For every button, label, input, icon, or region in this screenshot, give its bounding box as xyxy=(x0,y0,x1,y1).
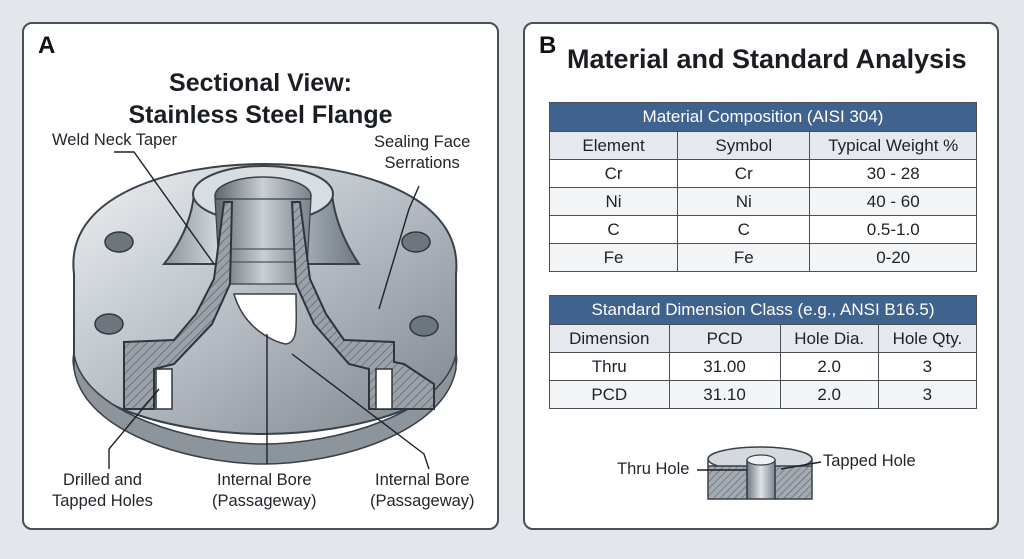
column-header: Symbol xyxy=(677,131,811,160)
panel-title: Material and Standard Analysis xyxy=(567,44,967,74)
callout-line: Tapped Holes xyxy=(52,492,153,510)
table-cell: 0-20 xyxy=(809,243,977,272)
table-cell: 2.0 xyxy=(779,380,879,409)
callout-line: Internal Bore xyxy=(375,471,470,489)
table-row: Thru 31.00 2.0 3 xyxy=(549,352,978,381)
table-cell: Cr xyxy=(548,159,679,188)
callout-weld-neck-taper: Weld Neck Taper xyxy=(52,131,178,149)
thru-hole-label: Thru Hole xyxy=(617,460,690,478)
table-cell: 30 - 28 xyxy=(809,159,977,188)
column-header: Hole Qty. xyxy=(877,324,978,353)
panel-title-line2: Stainless Steel Flange xyxy=(128,101,393,129)
flange-cutaway-illustration xyxy=(72,151,458,470)
callout-sealing-face: Sealing Face Serrations xyxy=(374,132,470,174)
table-cell: 3 xyxy=(877,380,978,409)
bolt-hole xyxy=(401,231,431,253)
table-cell: Fe xyxy=(548,243,679,272)
table-cell: Fe xyxy=(677,243,811,272)
bolt-hole xyxy=(94,313,124,335)
table-cell: Ni xyxy=(677,187,811,216)
table-row: Ni Ni 40 - 60 xyxy=(548,187,977,216)
panel-title-line1: Sectional View: xyxy=(169,69,352,97)
callout-line: Internal Bore xyxy=(217,471,312,489)
tapped-hole-label: Tapped Hole xyxy=(823,452,916,470)
table-cell: C xyxy=(677,215,811,244)
callout-line: Drilled and xyxy=(63,471,142,489)
column-header: Dimension xyxy=(549,324,670,353)
table-caption: Standard Dimension Class (e.g., ANSI B16… xyxy=(549,295,977,325)
column-header: Hole Dia. xyxy=(779,324,879,353)
table-row: PCD 31.10 2.0 3 xyxy=(549,380,978,409)
bolt-hole xyxy=(104,231,134,253)
bolt-hole xyxy=(409,315,439,337)
panel-letter: A xyxy=(38,32,56,59)
panel-material-analysis: B Material and Standard Analysis Materia… xyxy=(523,22,999,530)
table-cell: Ni xyxy=(548,187,679,216)
panel-letter: B xyxy=(539,32,557,59)
table-cell: Cr xyxy=(677,159,811,188)
callout-line: (Passageway) xyxy=(370,492,475,510)
callout-internal-bore-center: Internal Bore (Passageway) xyxy=(212,470,317,512)
callout-drilled-holes: Drilled and Tapped Holes xyxy=(52,470,153,512)
column-header: Element xyxy=(548,131,679,160)
table-cell: 40 - 60 xyxy=(809,187,977,216)
column-header: Typical Weight % xyxy=(809,131,977,160)
callout-internal-bore-right: Internal Bore (Passageway) xyxy=(370,470,475,512)
hole-cross-section-illustration xyxy=(707,446,813,500)
table-cell: 2.0 xyxy=(779,352,879,381)
column-header: PCD xyxy=(668,324,781,353)
callout-line: Sealing Face xyxy=(374,133,471,151)
table-cell: C xyxy=(548,215,679,244)
table-cell: Thru xyxy=(549,352,670,381)
callout-line: (Passageway) xyxy=(212,492,317,510)
material-composition-table: Material Composition (AISI 304) Element … xyxy=(548,102,977,272)
table-cell: 31.10 xyxy=(668,380,781,409)
table-cell: 0.5-1.0 xyxy=(809,215,977,244)
right-section-cut xyxy=(290,201,435,410)
callout-line: Serrations xyxy=(384,154,460,172)
table-cell: 31.00 xyxy=(668,352,781,381)
table-cell: PCD xyxy=(549,380,670,409)
left-section-cut xyxy=(123,201,234,410)
table-cell: 3 xyxy=(877,352,978,381)
table-row: Fe Fe 0-20 xyxy=(548,243,977,272)
dimension-class-table: Standard Dimension Class (e.g., ANSI B16… xyxy=(549,295,978,409)
panel-sectional-view: A Sectional View: Stainless Steel Flange… xyxy=(22,22,499,530)
table-row: C C 0.5-1.0 xyxy=(548,215,977,244)
table-caption: Material Composition (AISI 304) xyxy=(549,102,977,132)
table-row: Cr Cr 30 - 28 xyxy=(548,159,977,188)
